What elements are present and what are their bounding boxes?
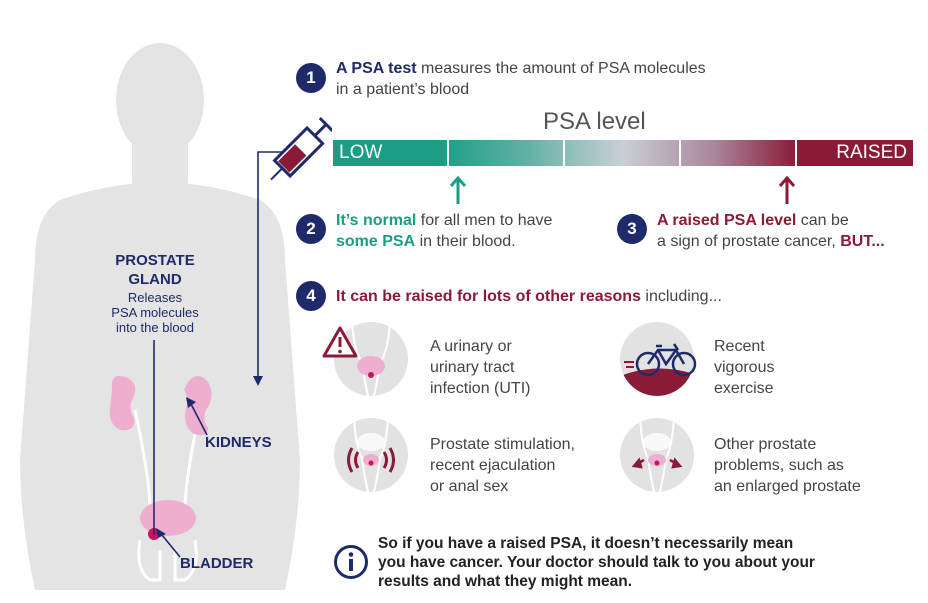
- step-3-text: A raised PSA level can be a sign of pros…: [657, 210, 925, 252]
- psa-low-label: LOW: [339, 142, 383, 163]
- step-2-rest2: in their blood.: [415, 233, 516, 250]
- prostate-desc-line2: PSA molecules: [111, 305, 199, 320]
- uti-circle: [334, 322, 408, 396]
- psa-raised-label: RAISED: [836, 142, 907, 163]
- reason-stimulation-line3: or anal sex: [430, 478, 509, 495]
- step-2-text: It’s normal for all men to have some PSA…: [336, 210, 596, 252]
- step-1-bold: A PSA test: [336, 60, 417, 77]
- reason-stimulation-text: Prostate stimulation, recent ejaculation…: [430, 434, 575, 497]
- step-1-rest: measures the amount of PSA molecules: [416, 60, 706, 77]
- step-4-rest: including...: [640, 288, 722, 305]
- step-1-badge: 1: [296, 63, 326, 93]
- psa-level-bar: LOW RAISED: [333, 140, 913, 166]
- left-kidney: [109, 375, 136, 431]
- reason-prostate-line3: an enlarged prostate: [714, 478, 861, 495]
- right-kidney: [184, 376, 212, 436]
- info-line3: results and what they might mean.: [378, 573, 633, 590]
- info-line1: So if you have a raised PSA, it doesn’t …: [378, 535, 794, 552]
- step-2-badge: 2: [296, 214, 326, 244]
- step-4-bold: It can be raised for lots of other reaso…: [336, 288, 641, 305]
- prostate-title-line2: GLAND: [128, 271, 182, 288]
- reason-stimulation-line2: recent ejaculation: [430, 457, 556, 474]
- info-icon: [334, 545, 368, 579]
- bladder-label: BLADDER: [180, 555, 254, 572]
- prostate-description: Releases PSA molecules into the blood: [95, 290, 215, 335]
- step-1-line2: in a patient’s blood: [336, 81, 470, 98]
- reason-exercise-line1: Recent: [714, 338, 765, 355]
- bicycle-icon: [624, 343, 697, 377]
- step-4-badge: 4: [296, 281, 326, 311]
- warning-icon: [322, 326, 358, 358]
- psa-level-title: PSA level: [543, 108, 646, 135]
- body-silhouette: [20, 43, 300, 590]
- step-4-text: It can be raised for lots of other reaso…: [336, 286, 896, 307]
- stimulation-icon: [334, 418, 408, 492]
- step-2-bold2: some PSA: [336, 233, 416, 250]
- prostate-desc-line1: Releases: [127, 290, 183, 305]
- prostate-title-line1: PROSTATE: [115, 252, 195, 269]
- step-2-bold1: It’s normal: [336, 212, 417, 229]
- low-arrow-icon: [449, 175, 467, 204]
- step-3-rest1: can be: [796, 212, 849, 229]
- reason-stimulation-line1: Prostate stimulation,: [430, 436, 575, 453]
- info-text: So if you have a raised PSA, it doesn’t …: [378, 534, 815, 591]
- raised-arrow-icon: [778, 175, 796, 204]
- step-3-bold2: BUT...: [840, 233, 885, 250]
- step-3-badge: 3: [617, 214, 647, 244]
- info-line2: you have cancer. Your doctor should talk…: [378, 554, 815, 571]
- reason-exercise-line3: exercise: [714, 380, 774, 397]
- syringe-icon: [270, 116, 332, 181]
- reason-prostate-line2: problems, such as: [714, 457, 844, 474]
- reason-uti-text: A urinary or urinary tract infection (UT…: [430, 336, 530, 399]
- kidneys-label: KIDNEYS: [205, 434, 272, 451]
- reason-prostate-text: Other prostate problems, such as an enla…: [714, 434, 861, 497]
- prostate-desc-line3: into the blood: [115, 320, 195, 335]
- reason-prostate-line1: Other prostate: [714, 436, 817, 453]
- enlarged-prostate-icon: [620, 418, 694, 492]
- reason-uti-line3: infection (UTI): [430, 380, 531, 397]
- reason-exercise-line2: vigorous: [714, 359, 775, 376]
- reason-uti-line1: A urinary or: [430, 338, 512, 355]
- step-3-line2: a sign of prostate cancer,: [657, 233, 841, 250]
- step-1-text: A PSA test measures the amount of PSA mo…: [336, 58, 796, 100]
- reason-uti-line2: urinary tract: [430, 359, 515, 376]
- reason-exercise-text: Recent vigorous exercise: [714, 336, 774, 399]
- step-3-bold1: A raised PSA level: [657, 212, 797, 229]
- step-2-rest1: for all men to have: [416, 212, 553, 229]
- prostate-gland-title: PROSTATE GLAND: [95, 251, 215, 289]
